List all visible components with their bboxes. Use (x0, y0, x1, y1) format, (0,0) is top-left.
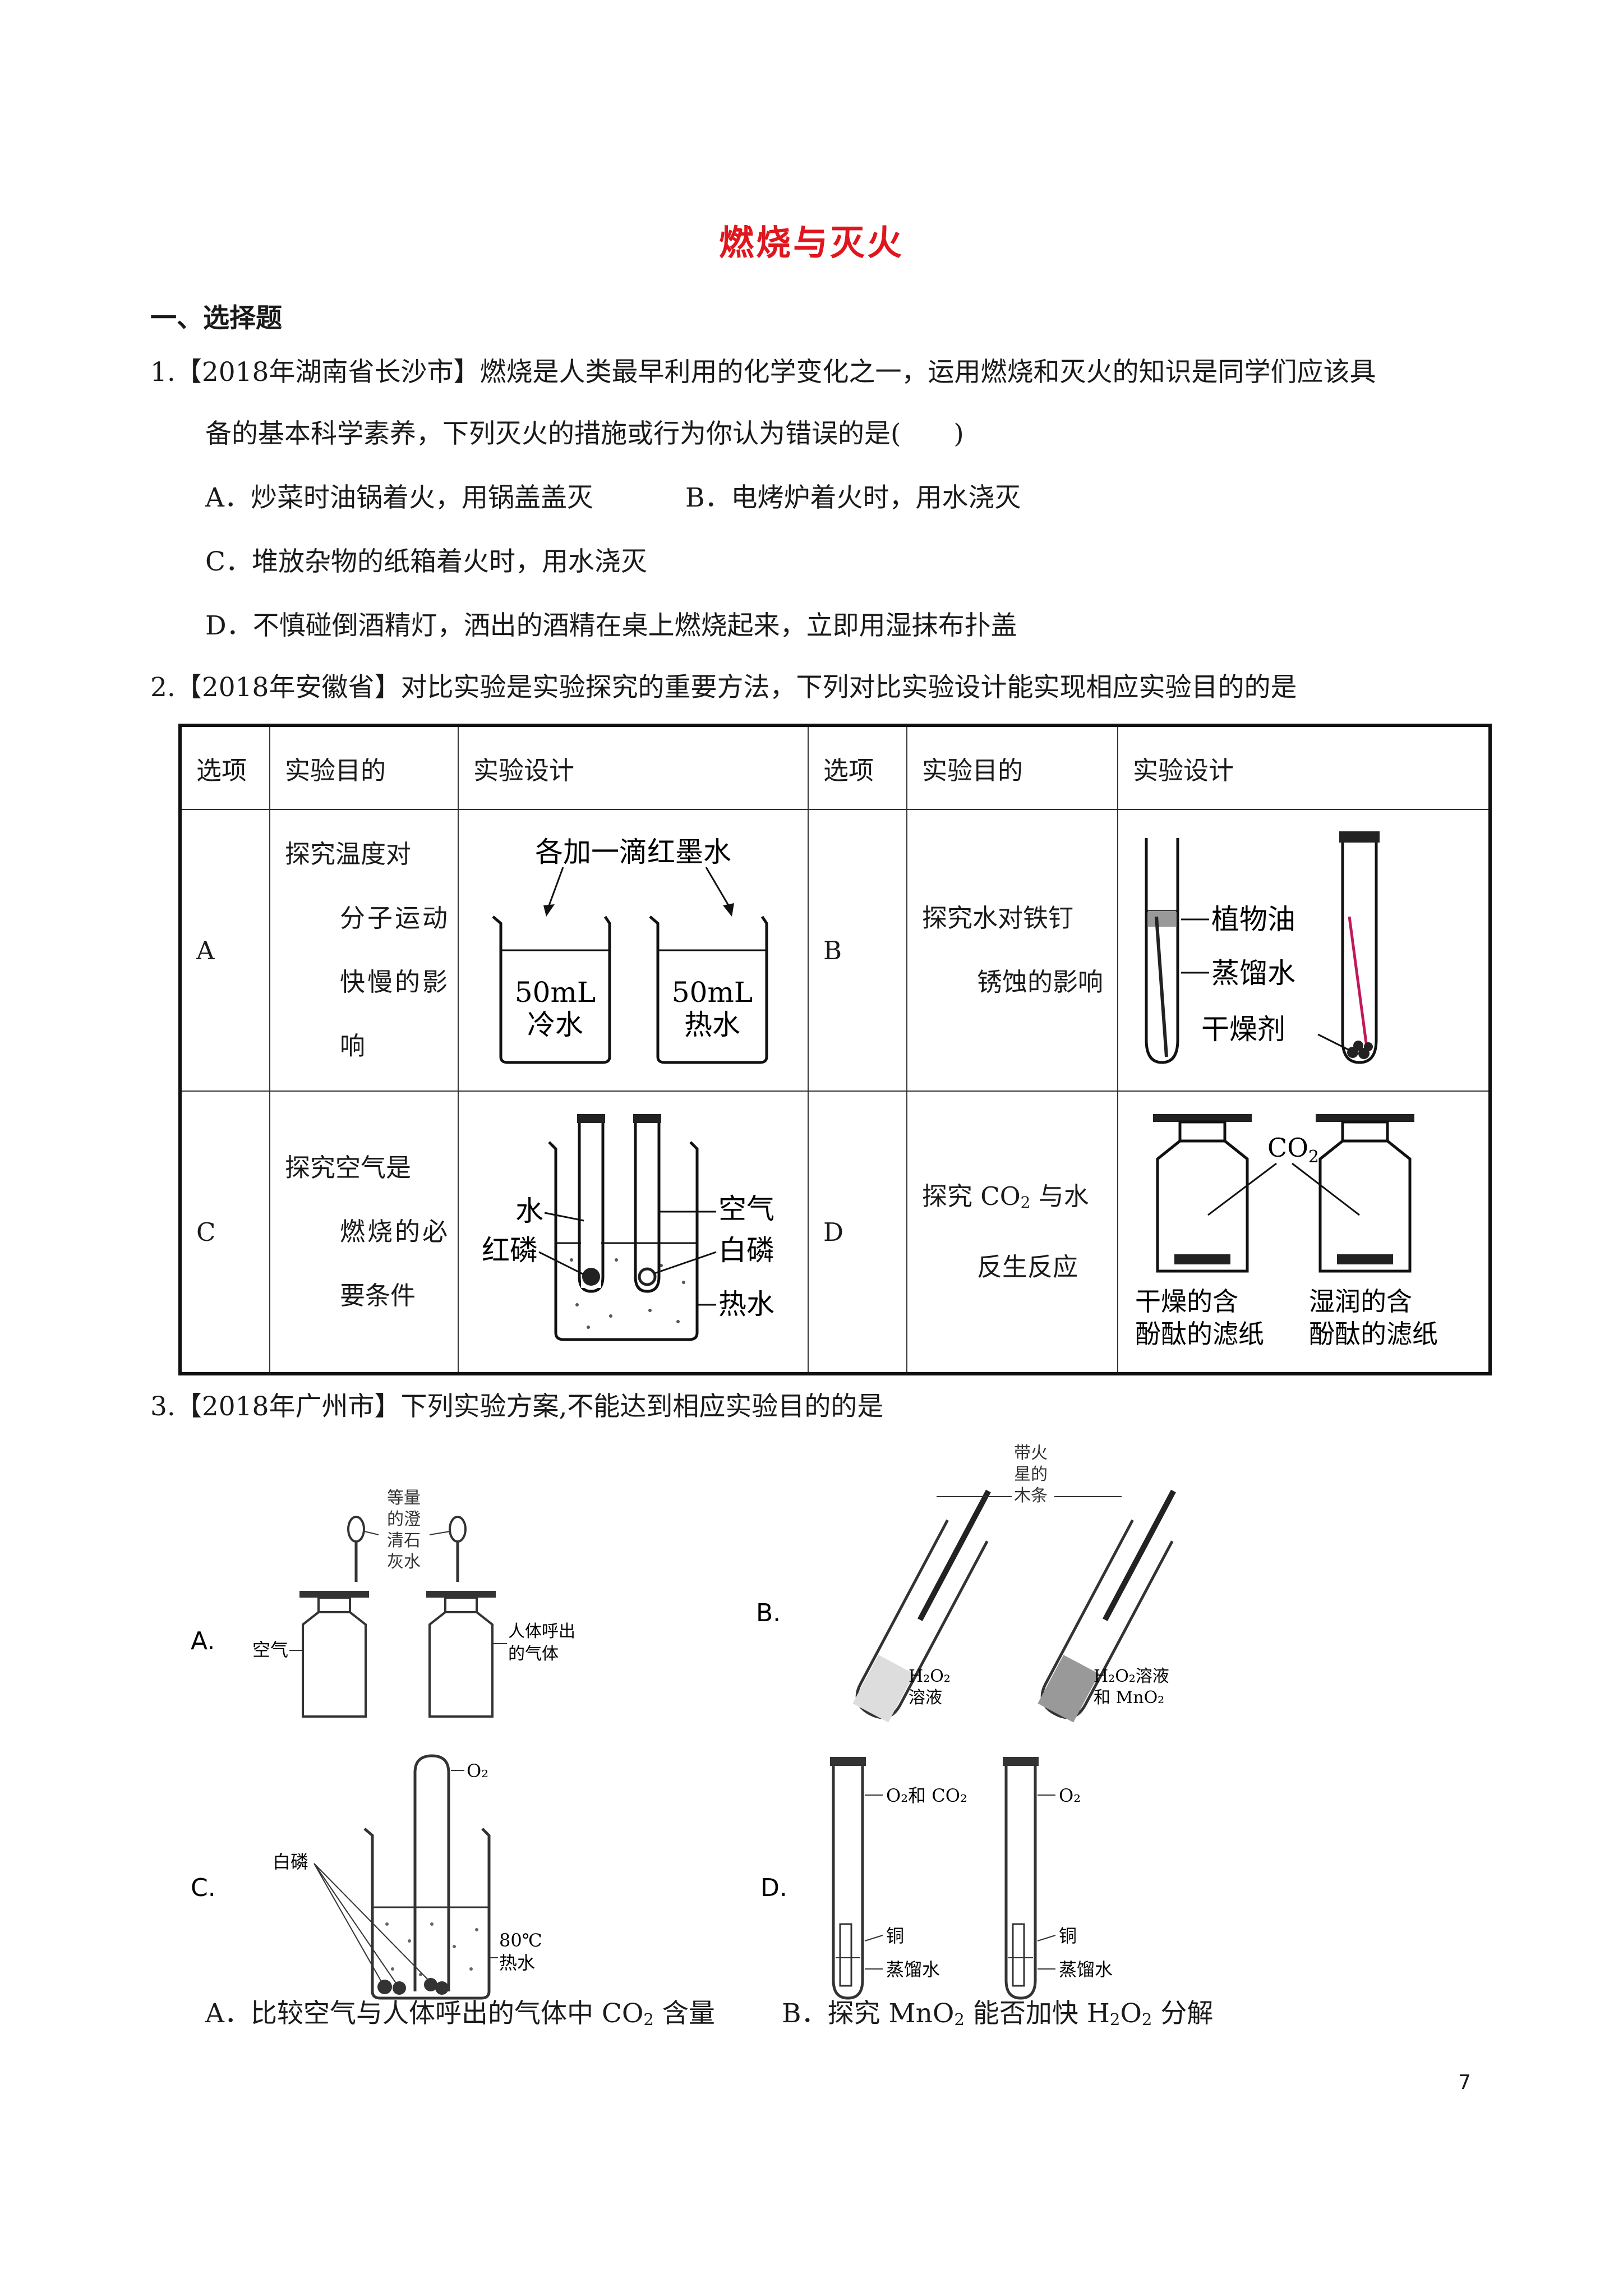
co2-bottles-diagram: CO2 干燥的含 酚酞的滤纸 湿润的含 酚酞的滤纸 (1135, 1114, 1438, 1349)
label-oil: 植物油 (1211, 903, 1295, 936)
fig-a-top2: 的澄 (387, 1510, 421, 1529)
label-co2: CO2 (1267, 1133, 1319, 1167)
q3-option-a: A．比较空气与人体呼出的气体中 CO2 含量 (205, 1998, 715, 2030)
label-water: 水 (515, 1195, 543, 1227)
header-option-2: 选项 (808, 725, 907, 810)
q2-table: 选项 实验目的 实验设计 选项 实验目的 实验设计 A 探究温度对分子运动快慢的… (178, 724, 1492, 1375)
label-dry-1: 干燥的含 (1135, 1286, 1238, 1317)
option-a-label: A (179, 809, 270, 1092)
purpose-d-first: 探究 CO2 与水 (922, 1181, 1089, 1212)
purpose-b-rest: 锈蚀的影响 (977, 967, 1104, 997)
q1-stem-line1: 1.【2018年湖南省长沙市】燃烧是人类最早利用的化学变化之一，运用燃烧和灭火的… (150, 357, 1376, 388)
fig-d-w2: 蒸馏水 (1059, 1959, 1113, 1980)
fig-d-gas1: O₂和 CO₂ (886, 1785, 967, 1806)
option-a-purpose: 探究温度对分子运动快慢的影响 (269, 809, 459, 1092)
header-design-2: 实验设计 (1117, 725, 1491, 810)
fig-c-o2: O₂ (467, 1760, 488, 1782)
test-tubes-nail-diagram: 植物油 蒸馏水 干燥剂 (1145, 831, 1380, 1064)
label-red-phosphorus: 红磷 (482, 1234, 538, 1267)
q2-table-header: 选项 实验目的 实验设计 选项 实验目的 实验设计 (179, 725, 1491, 810)
fig-b-letter: B. (756, 1599, 781, 1627)
option-c-label: C (179, 1091, 270, 1374)
fig-d-w1: 蒸馏水 (886, 1959, 940, 1980)
header-design: 实验设计 (458, 725, 809, 810)
label-white-phosphorus: 白磷 (718, 1234, 774, 1267)
fig-a-top1: 等量 (387, 1488, 421, 1508)
q1-option-b: B．电烤炉着火时，用水浇灭 (685, 482, 1021, 513)
fig-b-stick2: 星的 (1014, 1465, 1048, 1484)
page-title: 燃烧与灭火 (718, 222, 904, 263)
q3-figure-a: A. 等量 的澄 清石 灰水 空气 人体呼出 的气体 (191, 1488, 575, 1718)
beaker2-volume: 50mL (672, 976, 753, 1009)
fig-b-left2: 溶液 (909, 1688, 942, 1708)
label-dry-2: 酚酞的滤纸 (1135, 1319, 1264, 1349)
fig-b-stick3: 木条 (1014, 1486, 1048, 1506)
phosphorus-beaker-diagram: 水 红磷 空气 白磷 热水 (482, 1114, 774, 1341)
fig-a-air: 空气 (252, 1639, 288, 1660)
fig-c-white-phosphorus: 白磷 (273, 1851, 308, 1872)
option-d-purpose: 探究 CO2 与水反生反应 (906, 1091, 1118, 1374)
fig-d-gas2: O₂ (1059, 1785, 1081, 1806)
q3-option-b: B．探究 MnO2 能否加快 H2O2 分解 (782, 1998, 1214, 2030)
purpose-c-rest: 燃烧的必要条件 (340, 1217, 448, 1310)
fig-a-breath1: 人体呼出 (508, 1622, 575, 1641)
header-purpose: 实验目的 (269, 725, 459, 810)
fig-c-letter: C. (191, 1874, 216, 1902)
fig-d-cu1: 铜 (886, 1925, 904, 1947)
fig-d-cu2: 铜 (1059, 1925, 1077, 1947)
beaker2-name: 热水 (684, 1009, 740, 1041)
option-c-design: 水 红磷 空气 白磷 热水 (458, 1091, 809, 1374)
q3-stem: 3.【2018年广州市】下列实验方案,不能达到相应实验目的的是 (150, 1391, 884, 1422)
q1-option-a: A．炒菜时油锅着火，用锅盖盖灭 (205, 482, 593, 513)
table-row: A 探究温度对分子运动快慢的影响 各加一滴红墨水 50mL 冷水 50mL 热水 (179, 809, 1491, 1092)
fig-a-breath2: 的气体 (508, 1644, 559, 1664)
label-wet-2: 酚酞的滤纸 (1309, 1319, 1438, 1349)
q3-figure-b: B. 带火 星的 木条 H₂O₂ 溶液 H₂O₂溶液 和 MnO₂ (756, 1443, 1176, 1723)
option-b-label: B (808, 809, 907, 1092)
label-air: 空气 (718, 1193, 774, 1225)
header-option: 选项 (179, 725, 270, 810)
label-distilled-water: 蒸馏水 (1211, 957, 1295, 990)
q3-figure-c: C. O₂ 白磷 80℃ 热水 (191, 1754, 542, 2000)
label-desiccant: 干燥剂 (1201, 1013, 1285, 1046)
q1-option-d: D．不慎碰倒酒精灯，洒出的酒精在桌上燃烧起来，立即用湿抹布扑盖 (205, 610, 1017, 641)
purpose-a-rest: 分子运动快慢的影响 (340, 903, 448, 1061)
fig-a-letter: A. (191, 1627, 215, 1655)
fig-c-temp: 80℃ (499, 1930, 542, 1951)
fig-a-top3: 清石 (387, 1531, 421, 1550)
label-wet-1: 湿润的含 (1309, 1286, 1412, 1317)
option-b-design: 植物油 蒸馏水 干燥剂 (1117, 809, 1491, 1092)
beaker1-volume: 50mL (515, 976, 596, 1009)
fig-c-hot-water: 热水 (499, 1952, 535, 1973)
q1-stem-line2: 备的基本科学素养，下列灭火的措施或行为你认为错误的是( ) (205, 418, 964, 449)
purpose-d-rest: 反生反应 (977, 1251, 1078, 1282)
fig-a-top-label: 各加一滴红墨水 (535, 836, 731, 868)
q1-option-c: C．堆放杂物的纸箱着火时，用水浇灭 (205, 546, 647, 577)
section-heading: 一、选择题 (150, 303, 282, 334)
fig-a-top4: 灰水 (387, 1552, 421, 1572)
header-purpose-2: 实验目的 (906, 725, 1118, 810)
option-a-design: 各加一滴红墨水 50mL 冷水 50mL 热水 (458, 809, 809, 1092)
table-row: C 探究空气是燃烧的必要条件 水 红磷 (179, 1091, 1491, 1374)
fig-d-letter: D. (760, 1874, 787, 1902)
fig-b-right2: 和 MnO₂ (1094, 1688, 1164, 1708)
fig-b-stick1: 带火 (1014, 1443, 1048, 1463)
purpose-a-first: 探究温度对 (285, 839, 412, 869)
q2-stem: 2.【2018年安徽省】对比实验是实验探究的重要方法，下列对比实验设计能实现相应… (150, 672, 1297, 703)
q3-figure-d: D. O₂和 CO₂ 铜 蒸馏水 O₂ 铜 蒸馏水 (760, 1757, 1113, 2000)
option-d-label: D (808, 1091, 907, 1374)
fig-b-right1: H₂O₂溶液 (1094, 1667, 1169, 1686)
label-hot-water: 热水 (718, 1288, 774, 1320)
beaker1-name: 冷水 (527, 1009, 583, 1041)
beakers-diagram: 各加一滴红墨水 50mL 冷水 50mL 热水 (492, 836, 768, 1064)
purpose-c-first: 探究空气是 (285, 1153, 412, 1182)
purpose-b-first: 探究水对铁钉 (922, 903, 1074, 933)
option-b-purpose: 探究水对铁钉锈蚀的影响 (906, 809, 1118, 1092)
page-number: 7 (1458, 2071, 1471, 2094)
option-d-design: CO2 干燥的含 酚酞的滤纸 湿润的含 酚酞的滤纸 (1117, 1091, 1491, 1374)
fig-b-left1: H₂O₂ (909, 1667, 951, 1686)
option-c-purpose: 探究空气是燃烧的必要条件 (269, 1091, 459, 1374)
